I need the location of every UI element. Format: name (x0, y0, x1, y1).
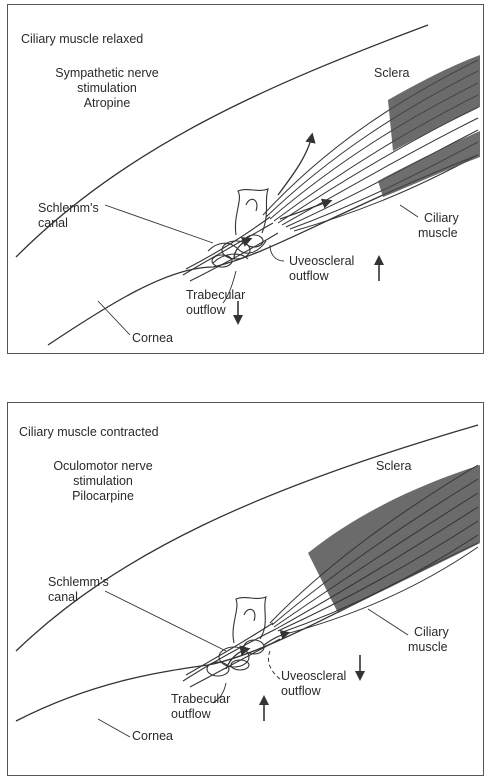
ciliary-muscle-label-line-2: muscle (418, 226, 458, 241)
trabecular-meshwork (183, 597, 280, 687)
condition-line-3: Pilocarpine (28, 489, 178, 504)
trabecular-label-line-2: outflow (186, 303, 226, 318)
outer-surface-line (16, 25, 428, 257)
trabecular-trend-arrow (233, 301, 243, 325)
schlemm-label-line-2: canal (48, 590, 78, 605)
condition-line-2: stimulation (32, 81, 182, 96)
panel-title: Ciliary muscle relaxed (21, 32, 143, 47)
cornea-label: Cornea (132, 331, 173, 346)
trabecular-meshwork (183, 189, 278, 281)
trabecular-label-line-1: Trabecular (171, 692, 230, 707)
trabecular-label-line-2: outflow (171, 707, 211, 722)
uveoscleral-trend-arrow (355, 655, 365, 681)
uveoscleral-label-line-2: outflow (289, 269, 329, 284)
ciliary-muscle-label-line-1: Ciliary (414, 625, 449, 640)
schlemm-label-line-2: canal (38, 216, 68, 231)
condition-line-2: stimulation (28, 474, 178, 489)
leader-uveoscleral (268, 651, 280, 679)
leader-schlemm (105, 591, 226, 651)
cornea-label: Cornea (132, 729, 173, 744)
panel-ciliary-contracted: Ciliary muscle contracted Oculomotor ner… (7, 402, 484, 776)
trabecular-trend-arrow (259, 695, 269, 721)
leader-ciliary (400, 205, 418, 217)
schlemm-label-line-1: Schlemm's (48, 575, 109, 590)
uveoscleral-flow-arrow-upper (278, 135, 312, 195)
panel-title: Ciliary muscle contracted (19, 425, 159, 440)
condition-line-1: Sympathetic nerve (32, 66, 182, 81)
condition-line-3: Atropine (32, 96, 182, 111)
leader-cornea (98, 719, 130, 737)
eye-angle-drawing-relaxed (8, 5, 483, 353)
panel-ciliary-relaxed: Ciliary muscle relaxed Sympathetic nerve… (7, 4, 484, 354)
leader-schlemm (105, 205, 213, 243)
ciliary-muscle-label-line-1: Ciliary (424, 211, 459, 226)
schlemm-label-line-1: Schlemm's (38, 201, 99, 216)
uveoscleral-trend-arrow (374, 255, 384, 281)
sclera-label: Sclera (376, 459, 411, 474)
uveoscleral-label-line-1: Uveoscleral (281, 669, 346, 684)
leader-ciliary (368, 609, 408, 635)
condition-line-1: Oculomotor nerve (28, 459, 178, 474)
ciliary-muscle-label-line-2: muscle (408, 640, 448, 655)
uveoscleral-label-line-2: outflow (281, 684, 321, 699)
trabecular-label-line-1: Trabecular (186, 288, 245, 303)
sclera-label: Sclera (374, 66, 409, 81)
uveoscleral-label-line-1: Uveoscleral (289, 254, 354, 269)
leader-uveoscleral (270, 245, 284, 261)
leader-cornea (98, 301, 130, 335)
ciliary-muscle-shading (308, 465, 480, 613)
